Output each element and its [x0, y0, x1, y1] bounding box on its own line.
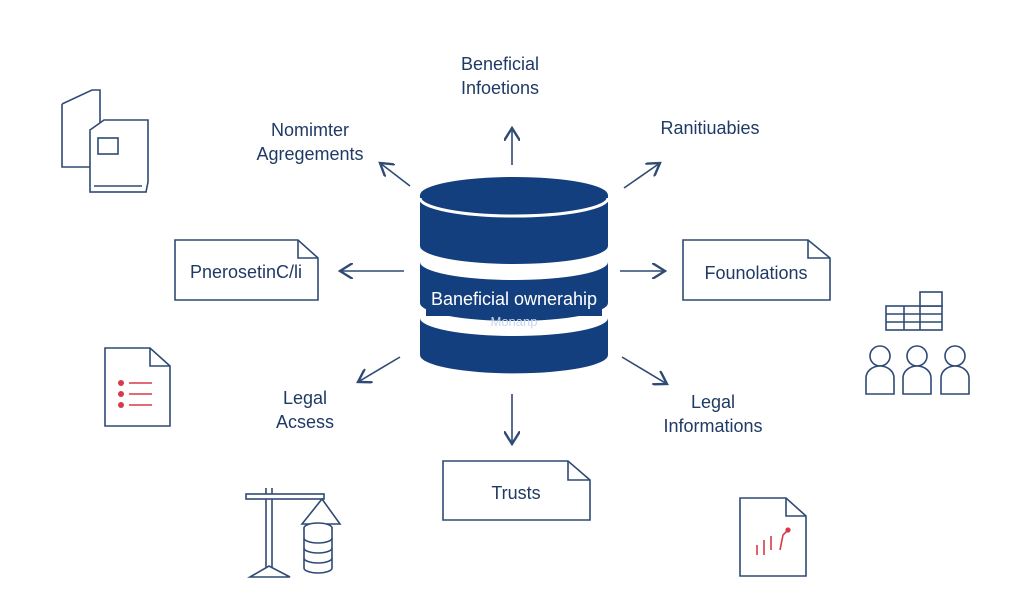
- box-bottom-label: Trusts: [491, 483, 541, 503]
- label-top-left-line1: Nomimter: [270, 120, 349, 140]
- box-right-label: Founolations: [704, 263, 808, 283]
- arrow-top-right: [623, 163, 660, 189]
- arrow-bottom-right: [621, 356, 667, 384]
- box-bottom: [442, 460, 591, 521]
- label-bottom-right-line2: Informations: [663, 416, 763, 436]
- label-top-right: Ranitiuabies: [660, 118, 760, 138]
- database-cylinder-icon: [418, 177, 610, 374]
- label-top-left-line2: Agregements: [256, 144, 364, 164]
- label-top: Beneficial Infoetions: [440, 52, 560, 100]
- label-top-line2: Infoetions: [460, 78, 540, 98]
- database-label: Baneficial ownerahip: [430, 289, 598, 309]
- arrow-bottom-left: [358, 356, 401, 382]
- label-bottom-left-line1: Legal: [282, 388, 328, 408]
- label-bottom-right-line1: Legal: [690, 392, 736, 412]
- label-bottom-left: Legal Acsess: [250, 386, 360, 434]
- database-sublabel: Monanp: [490, 314, 538, 329]
- people-building-icon: [865, 291, 970, 395]
- arrow-top-left: [380, 163, 411, 187]
- label-top-left: Nomimter Agregements: [240, 118, 380, 166]
- box-right: [682, 239, 831, 301]
- label-bottom-right: Legal Informations: [645, 390, 781, 438]
- box-left: [174, 239, 319, 301]
- chart-document-icon: [739, 497, 807, 577]
- box-left-label: PnerosetinC/li: [189, 262, 303, 282]
- balance-scale-coins-icon: [245, 488, 342, 578]
- label-bottom-left-line2: Acsess: [275, 412, 335, 432]
- label-top-line1: Beneficial: [460, 54, 540, 74]
- checklist-document-icon: [104, 347, 171, 427]
- binder-documents-icon: [61, 89, 149, 193]
